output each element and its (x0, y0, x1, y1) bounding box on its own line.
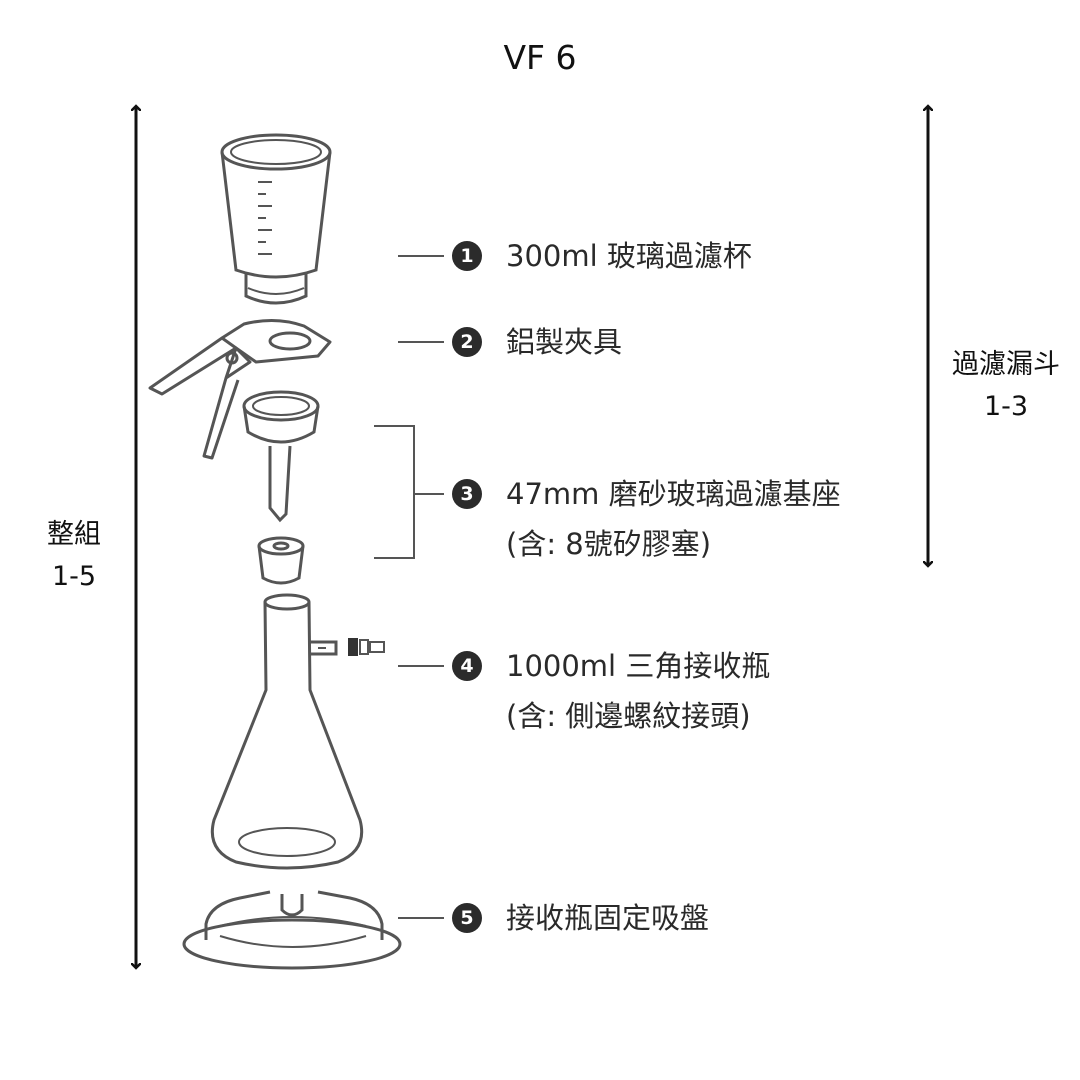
full-set-label: 整組 1-5 (34, 514, 114, 598)
part-number-badge-2: 2 (452, 327, 482, 357)
part-sublabel-3: (含: 8號矽膠塞) (506, 527, 712, 561)
part-number-badge-5: 5 (452, 903, 482, 933)
full-set-label-line1: 整組 (47, 519, 101, 550)
page-title: VF 6 (503, 38, 577, 77)
part-label-2: 鋁製夾具 (506, 325, 623, 359)
suction-base-illustration (182, 890, 402, 970)
funnel-set-label-line1: 過濾漏斗 (952, 349, 1060, 380)
silicone-stopper-illustration (257, 536, 305, 585)
part-sublabel-4: (含: 側邊螺紋接頭) (506, 699, 751, 733)
erlenmeyer-flask-illustration (210, 593, 364, 870)
funnel-set-label: 過濾漏斗 1-3 (936, 344, 1076, 428)
funnel-set-label-line2: 1-3 (983, 391, 1029, 422)
threaded-connector-illustration (348, 638, 385, 656)
part-number-badge-3: 3 (452, 479, 482, 509)
part-label-5: 接收瓶固定吸盤 (506, 901, 710, 935)
part-number-badge-1: 1 (452, 241, 482, 271)
leader-bracket-3 (374, 425, 444, 559)
fritted-glass-base-illustration (242, 390, 320, 523)
part-label-1: 300ml 玻璃過濾杯 (506, 239, 752, 273)
aluminum-clamp-illustration (148, 319, 332, 460)
full-set-label-line2: 1-5 (51, 561, 97, 592)
part-label-4: 1000ml 三角接收瓶 (506, 649, 771, 683)
part-label-3: 47mm 磨砂玻璃過濾基座 (506, 477, 841, 511)
glass-filter-cup-illustration (220, 133, 332, 305)
part-number-badge-4: 4 (452, 651, 482, 681)
